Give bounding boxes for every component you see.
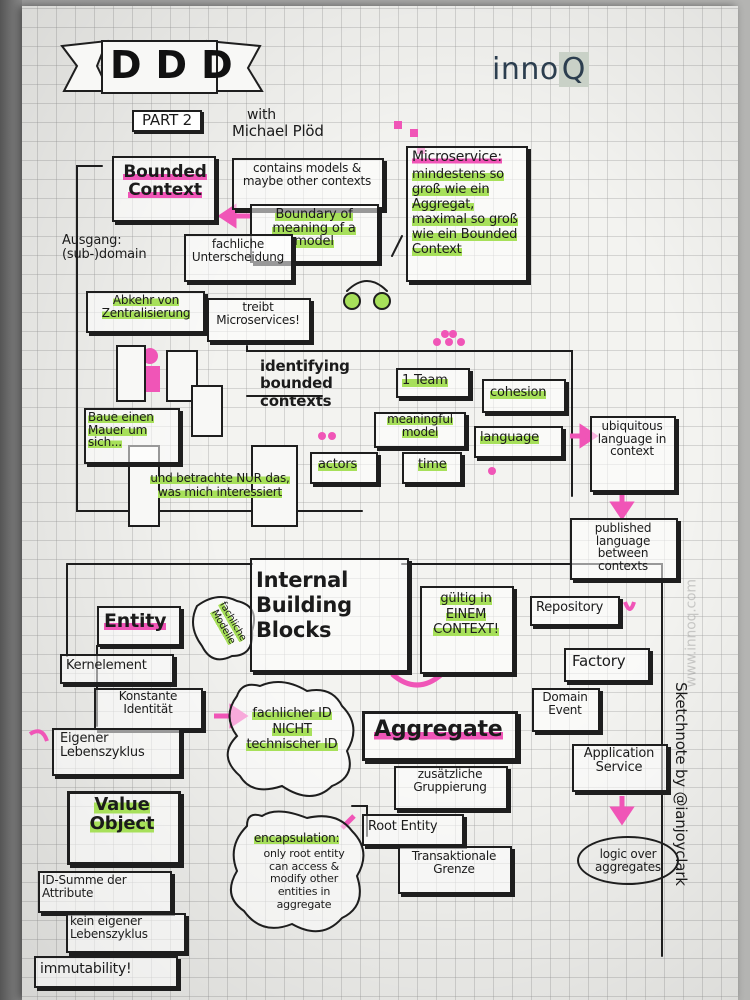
- contains-text: contains models & maybe other contexts: [242, 161, 372, 188]
- kernelement-text: Kernelement: [66, 658, 147, 673]
- kernelement-box: [60, 654, 174, 684]
- ubiquitous-box: [590, 416, 676, 492]
- actors-text: actors: [318, 457, 358, 472]
- baue-text: Baue einen Mauer um sich...: [88, 410, 154, 450]
- logic-text: logic over aggregates: [577, 836, 679, 886]
- gueltig-text: gültig in EINEM CONTEXT!: [433, 591, 499, 638]
- identitaet-text: Konstante Identität: [118, 689, 178, 716]
- factory-text: Factory: [572, 652, 626, 670]
- meaningful-text: meaningful model: [387, 412, 453, 439]
- with-label: with: [247, 107, 276, 123]
- binder-edge: [0, 0, 22, 1000]
- time-text: time: [418, 457, 447, 472]
- microservice-text: mindestens so groß wie ein Aggregat, max…: [412, 167, 518, 257]
- zusaetzliche-text: zusätzliche Gruppierung: [413, 767, 487, 794]
- value-object-title: Value Object: [89, 794, 155, 834]
- watermark: www.innoq.com: [683, 579, 700, 688]
- application-service-box: [572, 744, 668, 792]
- fachliche-text: fachliche Unterscheidung: [191, 237, 285, 264]
- encapsulation-text: only root entity can access & modify oth…: [263, 847, 345, 911]
- immutability-text: immutability!: [40, 961, 132, 977]
- abkehr-text: Abkehr von Zentralisierung: [101, 293, 191, 320]
- domain-event-text: Domain Event: [542, 690, 588, 717]
- kein-box: [66, 913, 186, 953]
- repository-box: [530, 596, 620, 626]
- ausgang-text: Ausgang: (sub-)domain: [62, 233, 147, 262]
- microservice-label: Microservice:: [412, 149, 502, 165]
- factory-box: [564, 648, 650, 682]
- part-label: PART 2: [132, 110, 202, 132]
- boundary-text: Boundary of meaning of a model: [272, 207, 356, 250]
- building-blocks-box: [250, 558, 409, 672]
- speaker-name: Michael Plöd: [232, 122, 324, 140]
- root-entity-text: Root Entity: [368, 819, 438, 834]
- repository-text: Repository: [536, 600, 604, 615]
- transaktionale-box: [398, 846, 512, 894]
- transaktionale-text: Transaktionale Grenze: [411, 849, 497, 876]
- team-text: 1 Team: [402, 373, 448, 388]
- language-text: language: [480, 430, 539, 445]
- identifying-title: identifying bounded contexts: [260, 357, 350, 410]
- id-summe-text: ID-Summe der Attribute: [42, 873, 127, 900]
- kein-text: kein eigener Lebenszyklus: [70, 914, 148, 941]
- ubiquitous-text: ubiquitous language in context: [597, 419, 667, 459]
- fachlicher-id-text: fachlicher ID NICHT technischer ID: [246, 706, 338, 753]
- lebenszyklus-box: [52, 728, 181, 776]
- aggregate-title: Aggregate: [374, 717, 503, 742]
- published-box: [570, 518, 678, 580]
- treibt-box: [207, 298, 311, 342]
- application-service-text: Application Service: [583, 746, 655, 775]
- title-ddd: DDD: [110, 43, 247, 87]
- published-text: published language between contexts: [594, 521, 652, 573]
- encapsulation-label: encapsulation:: [254, 831, 340, 845]
- building-blocks-title: Internal Building Blocks: [256, 568, 352, 643]
- lebenszyklus-text: Eigener Lebenszyklus: [60, 731, 145, 760]
- zusaetzliche-box: [394, 766, 508, 810]
- domain-event-box: [532, 688, 600, 732]
- betrachte-text: und betrachte NUR das, was mich interess…: [150, 471, 290, 500]
- bounded-context-title: Bounded Context: [123, 162, 207, 200]
- root-entity-box: [362, 814, 464, 846]
- entity-title: Entity: [104, 610, 167, 632]
- fachliche-box: [184, 234, 293, 282]
- cohesion-text: cohesion: [490, 385, 547, 400]
- immutability-box: [34, 956, 178, 988]
- treibt-text: treibt Microservices!: [216, 300, 300, 327]
- id-summe-box: [38, 871, 172, 913]
